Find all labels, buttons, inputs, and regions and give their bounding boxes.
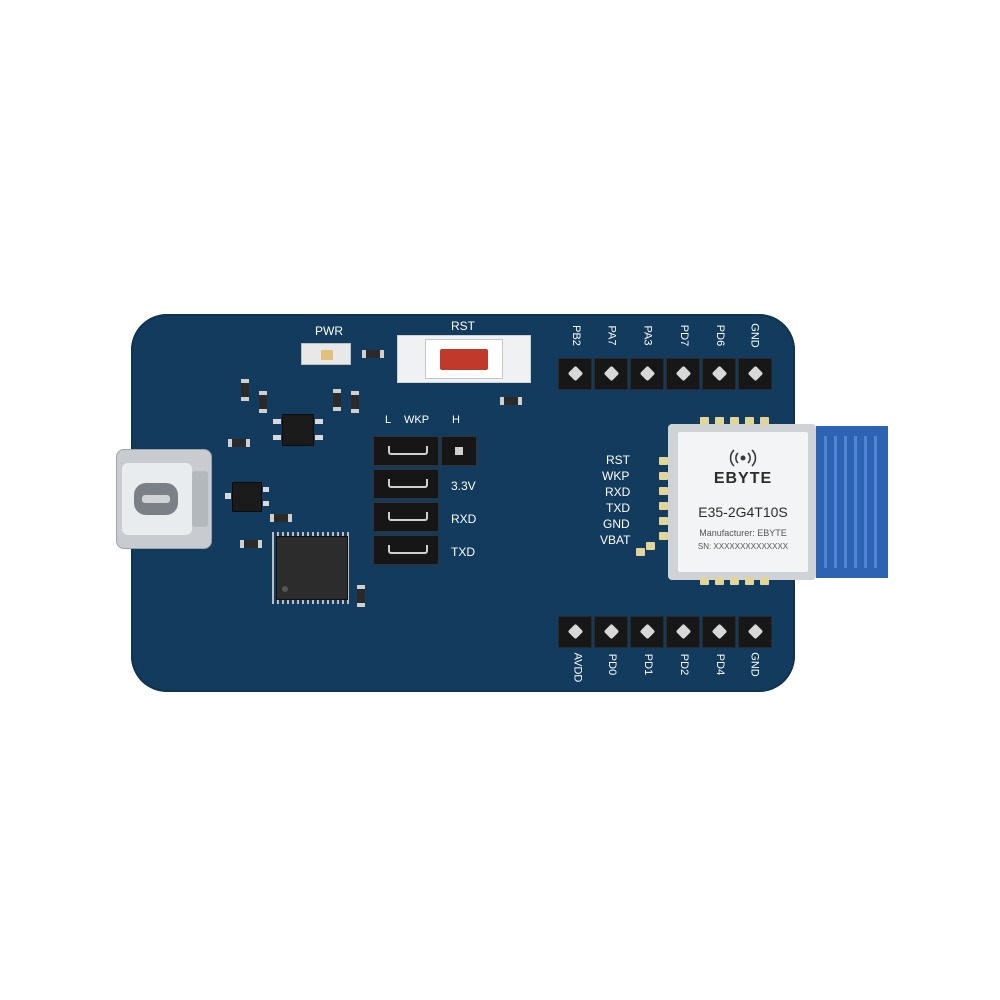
jumper-label-h: H [452,414,460,426]
header-label-pd7: PD7 [678,324,691,347]
resistor [270,514,292,522]
resistor [333,389,341,411]
header-pin[interactable] [594,616,628,648]
header-label-pd0: PD0 [606,653,619,676]
usb-uart-chip [268,528,356,608]
castellated-pad [760,577,769,585]
castellated-pad [730,577,739,585]
castellated-pad [715,417,724,425]
header-pin[interactable] [702,358,736,390]
resistor [500,397,522,405]
header-label-gnd-bottom: GND [748,652,761,677]
header-pin[interactable] [630,358,664,390]
header-pin[interactable] [666,616,700,648]
castellated-pad [745,577,754,585]
resistor [351,391,359,413]
pcb-antenna [816,426,888,578]
module-serial: SN: XXXXXXXXXXXXXX [697,542,789,551]
header-label-pd4: PD4 [714,653,727,676]
header-label-pd6: PD6 [714,324,727,347]
header-label-pb2: PB2 [569,325,582,346]
header-pin[interactable] [702,616,736,648]
castellated-pad [636,548,645,556]
header-label-pd2: PD2 [678,653,691,676]
module-shield [678,432,808,572]
castellated-pad [745,417,754,425]
rst-button[interactable] [397,335,531,383]
module-pin-label-rst: RST [606,453,630,467]
jumper-wkp[interactable] [373,436,439,466]
regulator-chip [273,414,323,446]
jumper-label-txd: TXD [451,545,475,559]
castellated-pad [700,417,709,425]
module-pin-label-vbat: VBAT [600,533,631,547]
resistor [259,391,267,413]
header-pin[interactable] [666,358,700,390]
castellated-pad [700,577,709,585]
wireless-icon [729,449,757,467]
module-pin-label-rxd: RXD [605,485,631,499]
jumper-3v3[interactable] [373,469,439,499]
header-pin[interactable] [738,616,772,648]
transistor-chip [225,482,269,512]
header-label-gnd: GND [748,323,761,348]
header-pin[interactable] [558,358,592,390]
resistor [240,540,262,548]
header-label-pa7: PA7 [605,325,618,346]
pwr-led [301,343,351,365]
castellated-pad [715,577,724,585]
module-model: E35-2G4T10S [698,504,788,520]
module-manufacturer: Manufacturer: EBYTE [699,528,787,538]
castellated-pad [659,532,668,540]
castellated-pad [659,472,668,480]
header-pin[interactable] [558,616,592,648]
header-pin[interactable] [630,616,664,648]
jumper-label-3v3: 3.3V [451,479,476,493]
pin-header-h [441,436,477,466]
jumper-txd[interactable] [373,535,439,565]
resistor [362,350,384,358]
resistor [241,379,249,401]
header-pin[interactable] [594,358,628,390]
pwr-label: PWR [315,324,343,338]
jumper-label-rxd: RXD [451,512,477,526]
rst-label: RST [451,319,475,333]
module-pin-label-txd: TXD [606,501,630,515]
castellated-pad [646,542,655,550]
module-brand: EBYTE [713,470,773,487]
castellated-pad [730,417,739,425]
header-label-pa3: PA3 [641,325,654,346]
resistor [357,585,365,607]
jumper-label-wkp: WKP [404,414,430,426]
castellated-pad [659,502,668,510]
jumper-rxd[interactable] [373,502,439,532]
jumper-label-l: L [385,414,392,426]
castellated-pad [659,457,668,465]
castellated-pad [659,517,668,525]
usb-c-connector [116,449,212,549]
castellated-pad [760,417,769,425]
header-pin[interactable] [738,358,772,390]
module-pin-label-wkp: WKP [602,469,630,483]
resistor [228,439,250,447]
castellated-pad [659,487,668,495]
header-label-avdd: AVDD [571,652,584,683]
header-label-pd1: PD1 [642,653,655,676]
module-pin-label-gnd: GND [603,517,630,531]
